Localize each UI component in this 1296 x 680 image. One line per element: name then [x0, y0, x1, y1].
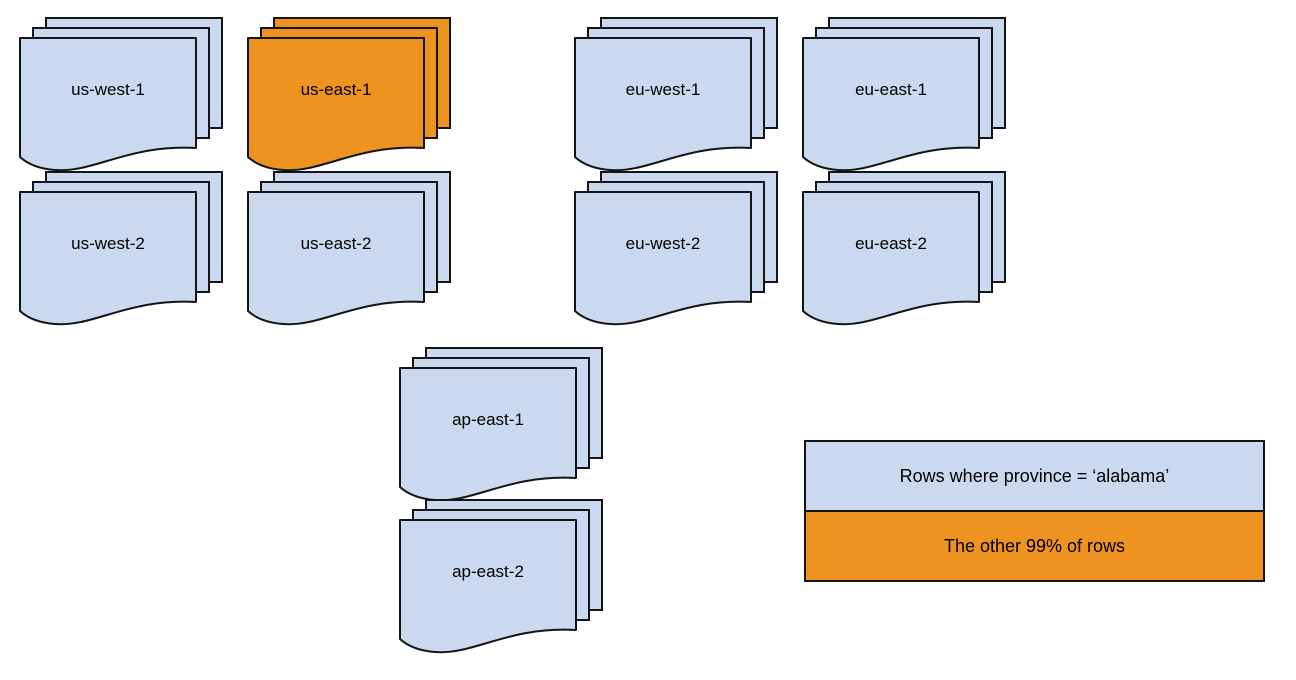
document-sheet-front [19, 37, 197, 172]
document-sheet-front [19, 191, 197, 326]
document-sheet-front [574, 37, 752, 172]
document-stack-eu-west-1[interactable]: eu-west-1 [574, 17, 785, 180]
document-stack-eu-west-2[interactable]: eu-west-2 [574, 171, 785, 334]
legend-label-alabama: Rows where province = ‘alabama’ [899, 465, 1170, 486]
document-stack-ap-east-2[interactable]: ap-east-2 [399, 499, 610, 662]
document-stack-us-east-2[interactable]: us-east-2 [247, 171, 458, 334]
legend: Rows where province = ‘alabama’ The othe… [804, 440, 1265, 582]
document-sheet-front [399, 367, 577, 502]
document-stack-ap-east-1[interactable]: ap-east-1 [399, 347, 610, 510]
document-stack-us-west-1[interactable]: us-west-1 [19, 17, 230, 180]
document-stack-eu-east-2[interactable]: eu-east-2 [802, 171, 1013, 334]
document-sheet-front [574, 191, 752, 326]
document-sheet-front [247, 191, 425, 326]
document-sheet-front [247, 37, 425, 172]
document-stack-us-west-2[interactable]: us-west-2 [19, 171, 230, 334]
legend-label-other: The other 99% of rows [943, 535, 1126, 556]
document-stack-us-east-1[interactable]: us-east-1 [247, 17, 458, 180]
legend-row-alabama: Rows where province = ‘alabama’ [806, 442, 1263, 512]
document-sheet-front [399, 519, 577, 654]
document-sheet-front [802, 37, 980, 172]
document-sheet-front [802, 191, 980, 326]
document-stack-eu-east-1[interactable]: eu-east-1 [802, 17, 1013, 180]
legend-row-other: The other 99% of rows [806, 512, 1263, 580]
